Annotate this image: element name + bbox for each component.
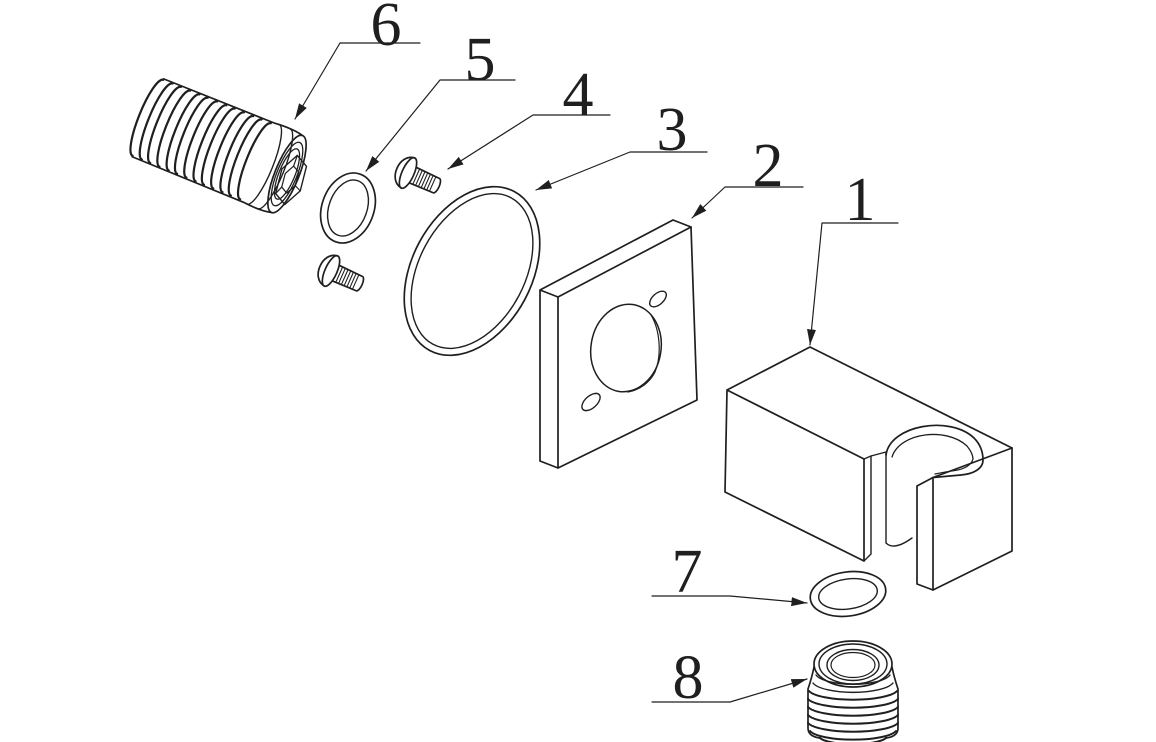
callout-label-8: 8 <box>672 644 704 712</box>
holder-front-arm <box>917 448 1012 590</box>
callout-leaders <box>295 43 898 702</box>
hex-socket-opening <box>270 152 312 208</box>
set-screw-threads <box>124 76 271 199</box>
o-ring-outer-edge <box>807 567 888 621</box>
adapter-top-rim-outer <box>814 641 892 687</box>
o-ring-inner-edge <box>817 575 880 613</box>
part-4-screw-upper <box>389 152 447 203</box>
seal-ring-inner-edge <box>386 173 558 369</box>
seal-ring-outer-edge <box>377 163 567 378</box>
part-1-handset-holder <box>725 347 1012 590</box>
washer-inner-edge <box>320 174 376 241</box>
callout-label-7: 7 <box>671 538 703 606</box>
part-4-screw-lower <box>312 250 370 301</box>
adapter-side-profile <box>808 667 898 738</box>
adapter-thread-ridges <box>808 691 898 742</box>
callout-label-1: 1 <box>844 166 876 234</box>
leader-line-8 <box>652 679 807 702</box>
part-6-set-screw <box>123 74 320 221</box>
callout-label-5: 5 <box>464 26 496 94</box>
set-screw-outline <box>132 78 303 214</box>
callout-label-2: 2 <box>752 132 784 200</box>
cover-plate-center-hole-depth <box>628 315 659 392</box>
part-5-washer <box>311 165 384 250</box>
leader-line-5 <box>366 80 515 171</box>
set-screw-socket-rim <box>269 146 304 202</box>
cover-plate-center-hole <box>584 299 668 398</box>
hex-socket-depth-lines <box>276 153 313 201</box>
callout-label-4: 4 <box>562 61 594 129</box>
holder-box-outline <box>725 347 1012 590</box>
cover-plate-screw-hole-bottom <box>579 390 603 414</box>
leader-line-7 <box>652 596 807 607</box>
washer-outer-edge <box>311 165 384 250</box>
hex-socket-floor <box>279 164 302 195</box>
set-screw-chamfer-ring <box>265 139 309 210</box>
part-3-seal-ring <box>377 163 567 378</box>
holder-cut-edges <box>864 452 912 561</box>
leader-line-2 <box>692 187 803 218</box>
set-screw-face <box>260 131 313 217</box>
adapter-neck-rings <box>813 675 893 692</box>
holder-hook-inner-arc <box>892 434 973 474</box>
callout-label-3: 3 <box>656 96 688 164</box>
holder-hook-outer-arc <box>886 425 983 477</box>
callout-label-6: 6 <box>370 0 402 59</box>
leader-line-4 <box>448 115 610 169</box>
part-8-threaded-adapter <box>808 641 898 742</box>
leader-line-6 <box>295 43 420 119</box>
part-7-o-ring <box>807 567 888 621</box>
leader-line-3 <box>536 152 707 190</box>
leader-line-1 <box>807 223 898 345</box>
part-2-cover-plate <box>540 220 697 468</box>
cover-plate-thickness-edges <box>540 220 691 468</box>
adapter-bore-outer <box>827 650 879 681</box>
cover-plate-screw-hole-top <box>647 288 669 310</box>
set-screw-collar <box>247 124 300 212</box>
adapter-bore-inner <box>831 653 875 678</box>
cover-plate-front-face <box>558 227 697 468</box>
